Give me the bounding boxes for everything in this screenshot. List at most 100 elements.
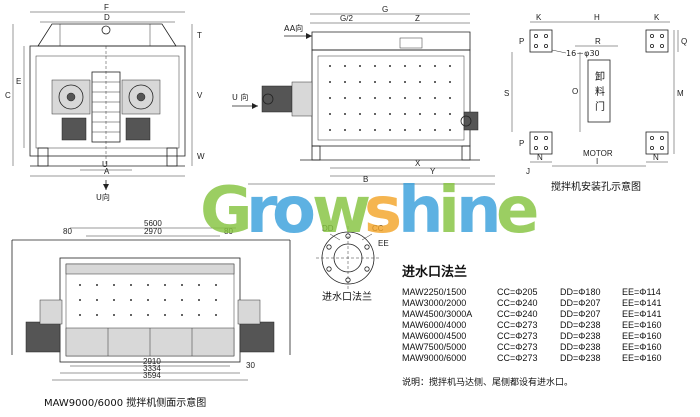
table-cell-dd: DD=Φ207: [560, 309, 600, 319]
big-view-caption: MAW9000/6000 搅拌机侧面示意图: [44, 396, 206, 409]
unload-door-2: 料: [595, 85, 605, 98]
dim-G: G: [382, 5, 388, 14]
dim-O: O: [572, 87, 578, 96]
dim-U: U: [102, 160, 108, 169]
table-cell-dd: DD=Φ207: [560, 298, 600, 308]
table-cell-model: MAW9000/6000: [402, 353, 466, 363]
dim-80-left: 80: [63, 227, 72, 236]
flange-label-DD: DD: [322, 224, 334, 233]
table-cell-dd: DD=Φ238: [560, 320, 600, 330]
table-cell-cc: CC=Φ273: [497, 353, 537, 363]
dim-Z: Z: [415, 14, 420, 23]
table-note: 说明：搅拌机马达侧、尾侧都设有进水口。: [402, 376, 573, 388]
table-cell-dd: DD=Φ238: [560, 353, 600, 363]
flange-label-CC: CC: [372, 224, 384, 233]
dim-H: H: [594, 13, 600, 22]
table-cell-cc: CC=Φ205: [497, 287, 537, 297]
table-cell-dd: DD=Φ238: [560, 342, 600, 352]
flange-caption: 进水口法兰: [322, 290, 372, 303]
dim-M: M: [677, 89, 684, 98]
big-side-view: 5600 2970 80 80 2910 3334 3594: [11, 219, 291, 409]
flange-label-EE: EE: [378, 239, 389, 248]
dim-30: 30: [246, 361, 255, 370]
dim-3334: 3334: [143, 364, 161, 373]
dim-5600: 5600: [144, 219, 162, 228]
table-rows: MAW2250/1500 CC=Φ205 DD=Φ180 EE=Φ114MAW3000…: [402, 287, 661, 363]
dim-P-top: P: [519, 37, 524, 46]
dim-S: S: [504, 89, 509, 98]
watermark-letter: i: [438, 174, 460, 248]
dim-2910: 2910: [143, 357, 161, 366]
table-cell-ee: EE=Φ114: [622, 287, 661, 297]
dim-X: X: [415, 159, 421, 168]
watermark-letter: r: [246, 174, 278, 248]
table-cell-model: MAW6000/4500: [402, 331, 466, 341]
plan-view: K H K P P R 16－φ30 卸 料 门 S O: [504, 13, 687, 193]
dim-F: F: [104, 3, 109, 12]
unload-door-1: 卸: [595, 70, 605, 83]
u-direction-label: U向: [96, 192, 110, 202]
watermark-letter: G: [200, 174, 253, 248]
table-cell-ee: EE=Φ160: [622, 320, 661, 330]
hole-callout: 16－φ30: [566, 49, 600, 58]
table-cell-model: MAW4500/3000A: [402, 309, 472, 319]
dim-2970: 2970: [144, 227, 162, 236]
watermark-letter: h: [398, 174, 444, 248]
dim-R: R: [595, 37, 601, 46]
u-view-label: U 向: [232, 92, 248, 102]
table-cell-ee: EE=Φ160: [622, 331, 661, 341]
bolt-pattern: [329, 65, 451, 131]
dim-K-left: K: [536, 13, 542, 22]
dim-3594: 3594: [143, 371, 161, 380]
unload-door-3: 门: [595, 100, 605, 113]
table-cell-ee: EE=Φ141: [622, 309, 661, 319]
dim-P-bottom: P: [519, 139, 524, 148]
dim-N-right: N: [653, 153, 659, 162]
motor-label: MOTOR: [583, 149, 613, 158]
table-cell-model: MAW6000/4000: [402, 320, 466, 330]
dim-W: W: [197, 152, 205, 161]
dim-N-left: N: [537, 153, 543, 162]
front-view: F D C E: [5, 3, 205, 202]
table-cell-ee: EE=Φ160: [622, 353, 661, 363]
table-title: 进水口法兰: [402, 264, 467, 280]
table-cell-model: MAW7500/5000: [402, 342, 466, 352]
dim-V: V: [197, 91, 203, 100]
table-cell-cc: CC=Φ273: [497, 342, 537, 352]
table-cell-ee: EE=Φ141: [622, 298, 661, 308]
big-bolt-pattern: [79, 284, 217, 316]
dim-J: J: [526, 167, 530, 176]
dim-A: A: [104, 167, 110, 176]
dim-C: C: [5, 91, 11, 100]
table-cell-ee: EE=Φ160: [622, 342, 661, 352]
table-cell-dd: DD=Φ180: [560, 287, 600, 297]
flange-detail: DD CC EE 进水口法兰: [316, 224, 389, 303]
aa-direction-label: AA向: [284, 23, 303, 33]
table-cell-model: MAW3000/2000: [402, 298, 466, 308]
dim-T: T: [197, 31, 202, 40]
table-cell-cc: CC=Φ273: [497, 320, 537, 330]
side-view: G G/2 Z AA向 U 向: [232, 5, 495, 185]
table-cell-cc: CC=Φ240: [497, 309, 537, 319]
watermark-letter: w: [312, 174, 371, 248]
table-cell-cc: CC=Φ240: [497, 298, 537, 308]
dim-K-right: K: [654, 13, 660, 22]
watermark-letter: e: [496, 174, 539, 248]
table-cell-model: MAW2250/1500: [402, 287, 466, 297]
dim-I: I: [596, 157, 598, 166]
dim-D: D: [104, 13, 110, 22]
watermark-letter: n: [456, 174, 502, 248]
dim-80-right: 80: [224, 227, 233, 236]
plan-view-caption: 搅拌机安装孔示意图: [551, 180, 641, 193]
dim-G2: G/2: [340, 14, 353, 23]
dim-Q: Q: [681, 37, 687, 46]
watermark-letter: s: [364, 174, 402, 248]
dim-Y: Y: [430, 167, 436, 176]
table-cell-dd: DD=Φ238: [560, 331, 600, 341]
dim-E: E: [16, 77, 21, 86]
watermark-letter: o: [272, 174, 316, 248]
dim-B: B: [363, 175, 368, 184]
